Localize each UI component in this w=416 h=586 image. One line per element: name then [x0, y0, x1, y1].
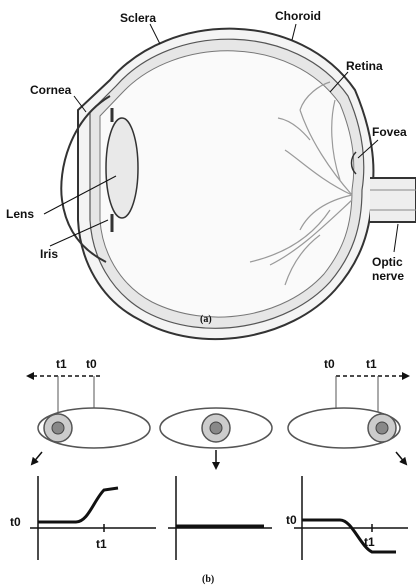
right-label-t1: t1: [366, 357, 377, 371]
optic-nerve-shape: [370, 178, 416, 222]
middle-panel: [160, 408, 272, 560]
label-optic-nerve-line1: Optic: [372, 255, 403, 269]
label-fovea: Fovea: [372, 125, 407, 139]
label-retina: Retina: [346, 59, 383, 73]
right-plot-signal: [302, 520, 396, 552]
right-label-t0: t0: [324, 357, 335, 371]
left-axis-t1: t1: [96, 537, 107, 551]
label-cornea: Cornea: [30, 83, 72, 97]
lens-shape: [106, 118, 138, 218]
label-sclera: Sclera: [120, 11, 156, 25]
eye-anatomy-diagram: Sclera Choroid Retina Cornea Fovea Lens …: [6, 9, 416, 339]
label-lens: Lens: [6, 207, 34, 221]
right-panel: t0 t1 t0 t1: [286, 357, 408, 560]
left-pupil: [52, 422, 64, 434]
retina-shape: [100, 51, 354, 317]
right-axis-t0: t0: [286, 513, 297, 527]
gaze-diagram: t1 t0 t0 t1: [10, 357, 408, 585]
label-optic-nerve-line2: nerve: [372, 269, 404, 283]
label-iris: Iris: [40, 247, 58, 261]
left-label-t1: t1: [56, 357, 67, 371]
right-axis-t1: t1: [364, 535, 375, 549]
middle-pupil: [210, 422, 222, 434]
left-plot-signal: [38, 488, 118, 522]
label-choroid: Choroid: [275, 9, 321, 23]
left-label-t0: t0: [86, 357, 97, 371]
right-pupil: [376, 422, 388, 434]
caption-b: (b): [202, 574, 214, 585]
caption-a: (a): [200, 314, 212, 325]
left-panel: t1 t0 t0 t1: [10, 357, 156, 560]
left-axis-t0: t0: [10, 515, 21, 529]
